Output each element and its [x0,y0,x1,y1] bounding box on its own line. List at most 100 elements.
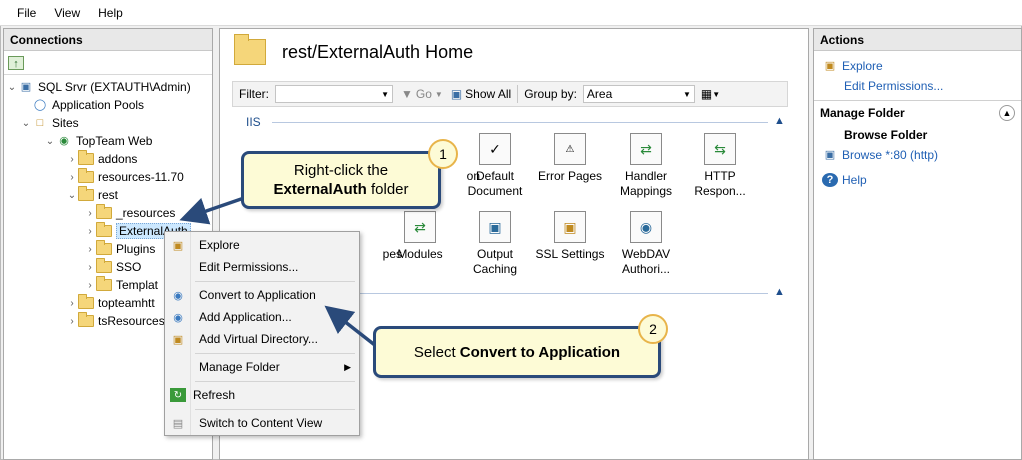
group-header-iis: IIS [246,115,261,129]
filter-bar: Filter: ▼ ▼ Go ▼ ▣ Show All Group by: Ar… [232,81,788,107]
feature-error-pages[interactable]: ⚠ Error Pages [532,133,608,184]
action-explore[interactable]: ▣ Explore [822,57,883,75]
connect-icon[interactable]: ↑ [8,55,24,70]
folder-icon [234,34,266,65]
menu-file[interactable]: File [17,5,37,20]
go-label: Go [415,87,432,101]
ctx-add-application[interactable]: ◉ Add Application... [165,307,359,327]
http-response-icon: ⇆ [704,133,736,165]
action-help[interactable]: ? Help [822,171,867,189]
action-edit-permissions[interactable]: Edit Permissions... [844,77,943,95]
callout-1: Right-click the ExternalAuth folder [241,151,441,209]
action-label: Edit Permissions... [844,79,944,93]
feature-webdav[interactable]: ◉ WebDAV Authori... [608,211,684,277]
expand-arrow-icon[interactable]: › [70,153,74,165]
view-icon: ▦ [700,87,713,101]
feature-label: HTTP Respon... [694,169,746,198]
ctx-manage-folder[interactable]: Manage Folder ▶ [165,357,359,377]
callout-1-line1: Right-click the [293,162,389,179]
tree-node-tsresources[interactable]: › tsResources [66,312,165,330]
tree-node-resources[interactable]: › _resources [84,204,175,222]
expand-arrow-icon[interactable]: › [88,243,92,255]
callout-2-pre: Select [413,343,460,361]
callout-1-text: Right-click the ExternalAuth folder [273,161,408,199]
menu-help[interactable]: Help [98,5,123,20]
view-mode-button[interactable]: ▦ ▼ [701,87,720,101]
action-browse-80[interactable]: ▣ Browse *:80 (http) [822,146,938,164]
expand-arrow-icon[interactable]: › [88,279,92,291]
feature-label: on [466,169,480,183]
tree-node-externalauth[interactable]: › ExternalAuth [84,222,191,240]
group-by-select[interactable]: Area ▼ [582,85,695,103]
show-all-button[interactable]: ▣ Show All [451,87,511,101]
tree-node-topteamhtt[interactable]: › topteamhtt [66,294,155,312]
action-label: Browse *:80 (http) [842,148,939,162]
collapse-arrow-icon[interactable]: ⌄ [21,117,31,129]
tree-node-app-pools[interactable]: ◯ Application Pools [32,96,144,114]
document-check-icon: ✓ [479,133,511,165]
tree-node-topteam-web[interactable]: ⌄ ◉ TopTeam Web [44,132,153,150]
feature-ssl-settings[interactable]: ▣ SSL Settings [532,211,608,262]
feature-label: Modules [397,247,443,261]
convert-app-icon: ◉ [173,289,183,302]
manage-folder-header: Manage Folder ▲ [814,100,1021,124]
tree-node-addons[interactable]: › addons [66,150,137,168]
collapse-arrow-icon[interactable]: ⌄ [7,81,17,93]
feature-label: Output Caching [472,247,518,276]
tree-label: TopTeam Web [76,134,153,148]
ctx-add-virtual-directory[interactable]: ▣ Add Virtual Directory... [165,329,359,349]
ctx-separator [195,409,355,410]
tree-label: Plugins [116,242,156,256]
ctx-switch-content-view[interactable]: ▤ Switch to Content View [165,413,359,433]
ctx-edit-permissions[interactable]: Edit Permissions... [165,257,359,277]
tree-node-sites[interactable]: ⌄ □ Sites [20,114,79,132]
collapse-group-icon[interactable]: ▲ [774,286,785,298]
ctx-convert-to-application[interactable]: ◉ Convert to Application [165,285,359,305]
expand-arrow-icon[interactable]: › [70,297,74,309]
tree-node-resources-1170[interactable]: › resources-11.70 [66,168,184,186]
expand-arrow-icon[interactable]: › [88,207,92,219]
expand-arrow-icon[interactable]: › [70,315,74,327]
context-menu: ▣ Explore Edit Permissions... ◉ Convert … [164,231,360,436]
expand-arrow-icon[interactable]: › [88,225,92,237]
show-all-label: Show All [465,87,512,101]
feature-mime-types[interactable]: pes [342,211,418,262]
collapse-arrow-icon[interactable]: ⌄ [45,135,55,147]
ctx-label: Switch to Content View [199,416,323,430]
tree-node-server[interactable]: ⌄ ▣ SQL Srvr (EXTAUTH\Admin) [6,78,191,96]
tree-label: Templat [116,278,159,292]
feature-handler-mappings[interactable]: ⇄ Handler Mappings [608,133,684,199]
sites-icon: □ [36,117,44,129]
ctx-explore[interactable]: ▣ Explore [165,235,359,255]
tree-node-sso[interactable]: › SSO [84,258,141,276]
toolbar-separator [517,85,519,103]
tree-label: tsResources [98,314,165,328]
handler-mappings-icon: ⇄ [630,133,662,165]
feature-label: Default Document [467,169,523,198]
menu-bar: File View Help [0,0,1022,26]
refresh-icon: ↻ [170,388,186,402]
feature-output-caching[interactable]: ▣ Output Caching [457,211,533,277]
expand-arrow-icon[interactable]: › [88,261,92,273]
feature-http-response[interactable]: ⇆ HTTP Respon... [682,133,758,199]
expand-arrow-icon[interactable]: › [70,171,74,183]
collapse-group-icon[interactable]: ▲ [774,115,785,127]
ctx-label: Add Virtual Directory... [199,332,318,346]
app-pools-icon: ◯ [33,99,47,111]
feature-default-document[interactable]: ✓ Default Document [457,133,533,199]
chevron-down-icon: ▼ [434,89,443,99]
tree-node-templat[interactable]: › Templat [84,276,158,294]
filter-input[interactable]: ▼ [275,85,393,103]
tree-label: resources-11.70 [98,170,184,184]
tree-node-plugins[interactable]: › Plugins [84,240,155,258]
go-button[interactable]: ▼ Go ▼ [401,87,443,101]
ctx-refresh[interactable]: ↻ Refresh [165,385,359,405]
callout-1-bold: ExternalAuth [273,181,367,198]
feature-authentication[interactable]: on [406,133,482,184]
menu-view[interactable]: View [54,5,81,20]
collapse-arrow-icon[interactable]: ⌄ [67,189,77,201]
collapse-up-icon[interactable]: ▲ [999,104,1015,121]
feature-modules[interactable]: ⇄ Modules [382,211,458,262]
callout-2-text: Select Convert to Application [414,343,620,362]
tree-node-rest[interactable]: ⌄ rest [66,186,118,204]
